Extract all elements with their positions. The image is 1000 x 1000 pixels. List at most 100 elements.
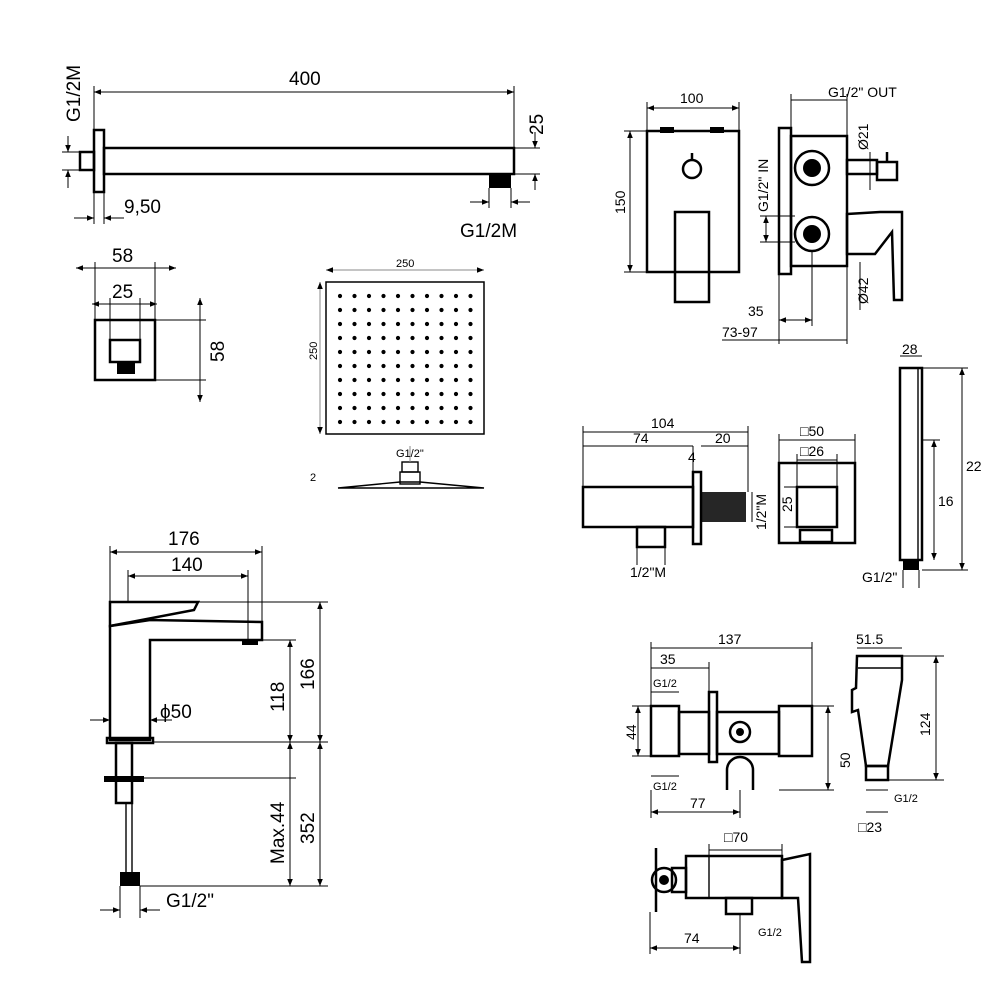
basin-mixer-spout-height: 118 [268, 682, 289, 712]
nozzle-dot [366, 363, 372, 369]
wall-outlet-thread-side: 1/2"M [753, 494, 769, 530]
nozzle-dot [439, 321, 444, 327]
hand-shower-drawing: 28 22 16 G1/2" [862, 341, 982, 588]
nozzle-dot [468, 321, 473, 327]
nozzle-dot [468, 349, 473, 355]
nozzle-dot [424, 349, 430, 355]
nozzle-dot [352, 335, 357, 341]
nozzle-dot [468, 307, 473, 313]
bidet-valve-top-thread: G1/2 [758, 927, 782, 939]
nozzle-dot [424, 419, 430, 425]
nozzle-dot [352, 377, 357, 383]
shower-head-thickness: 2 [310, 472, 316, 484]
hand-shower-thread: G1/2" [862, 569, 897, 585]
nozzle-dot [453, 335, 459, 341]
wall-outlet-thread-bottom: 1/2"M [630, 564, 666, 580]
flange-inner-width: 25 [112, 282, 133, 303]
mixer-box-dia-small: Ø21 [855, 123, 871, 150]
nozzle-dot [439, 405, 444, 411]
wall-outlet-offset: 4 [688, 449, 696, 465]
nozzle-dot [366, 321, 372, 327]
nozzle-dot [366, 349, 372, 355]
nozzle-dot [395, 349, 401, 355]
flange-width: 58 [112, 246, 133, 267]
nozzle-dot [366, 405, 372, 411]
wall-outlet-inner-h: 25 [779, 496, 795, 512]
nozzle-dot [337, 321, 343, 327]
nozzle-dot [453, 293, 459, 299]
nozzle-dot [468, 405, 473, 411]
nozzle-dot [439, 335, 444, 341]
bidet-spray-square: □23 [858, 819, 882, 835]
bidet-valve-drawing: 137 35 G1/2 G1/2 44 50 77 [623, 631, 853, 818]
nozzle-dot [366, 335, 372, 341]
nozzle-dot [366, 307, 372, 313]
nozzle-dot [381, 419, 386, 425]
bidet-valve-offset: 77 [690, 795, 706, 811]
nozzle-dot [395, 391, 401, 397]
nozzle-dot [366, 419, 372, 425]
nozzle-dot [453, 321, 459, 327]
shower-arm-thread-left: G1/2M [64, 65, 85, 122]
mixer-box-out-label: G1/2" OUT [828, 84, 897, 100]
nozzle-dot [424, 321, 430, 327]
nozzle-dot [410, 321, 415, 327]
basin-mixer-hose: 352 [298, 812, 319, 844]
bidet-valve-dia: 44 [623, 724, 639, 740]
nozzle-dot [453, 391, 459, 397]
basin-mixer-shank: Max.44 [268, 801, 289, 864]
hand-shower-grip: 16 [938, 493, 954, 509]
nozzle-dot [468, 419, 473, 425]
nozzle-dot [410, 391, 415, 397]
nozzle-dot [337, 391, 343, 397]
nozzle-dot [468, 363, 473, 369]
nozzle-dot [453, 363, 459, 369]
nozzle-dot [410, 419, 415, 425]
mixer-box-depth-range: 73-97 [722, 324, 758, 340]
hand-shower-width: 28 [902, 341, 918, 357]
mixer-box-dia-large: Ø42 [855, 277, 871, 304]
nozzle-dot [424, 307, 430, 313]
shower-arm-height: 25 [527, 114, 548, 135]
nozzle-dot [410, 377, 415, 383]
nozzle-dot [337, 335, 343, 341]
bidet-valve-thread-bottom: G1/2 [653, 781, 677, 793]
nozzle-dot [424, 377, 430, 383]
nozzle-dot [468, 335, 473, 341]
nozzle-dot [337, 307, 343, 313]
basin-mixer-drawing: 176 140 ϕ50 118 166 Max.44 352 G1/2" [90, 529, 328, 918]
nozzle-dot [337, 293, 343, 299]
wall-outlet-inner: □26 [800, 443, 824, 459]
nozzle-dot [381, 293, 386, 299]
nozzle-dot [453, 405, 459, 411]
nozzle-dot [410, 363, 415, 369]
nozzle-dot [468, 293, 473, 299]
shower-head-width: 250 [396, 258, 414, 270]
nozzle-dot [337, 363, 343, 369]
basin-mixer-base-dia: ϕ50 [160, 702, 192, 723]
shower-head-drawing: 250 250 G1/2" 2 [308, 258, 485, 489]
mixer-box-width: 100 [680, 90, 704, 106]
nozzle-dot [395, 293, 401, 299]
nozzle-dot [424, 405, 430, 411]
nozzle-dot [352, 419, 357, 425]
nozzle-dot [381, 321, 386, 327]
shower-arm-length: 400 [289, 69, 321, 90]
nozzle-dot [453, 377, 459, 383]
nozzle-dot [453, 349, 459, 355]
bidet-valve-thread-top: G1/2 [653, 678, 677, 690]
nozzle-dot [352, 391, 357, 397]
bidet-valve-length: 137 [718, 631, 742, 647]
nozzle-dot [395, 405, 401, 411]
mixer-box-front: 100 150 [612, 90, 741, 304]
nozzle-dot [410, 307, 415, 313]
nozzle-dot [439, 377, 444, 383]
nozzle-dot [395, 321, 401, 327]
nozzle-dot [410, 349, 415, 355]
bidet-valve-top-offset: 74 [684, 930, 700, 946]
hand-shower-length: 22 [966, 458, 982, 474]
nozzle-dot [424, 391, 430, 397]
nozzle-dot [352, 307, 357, 313]
nozzle-dot [366, 391, 372, 397]
nozzle-dot [352, 363, 357, 369]
